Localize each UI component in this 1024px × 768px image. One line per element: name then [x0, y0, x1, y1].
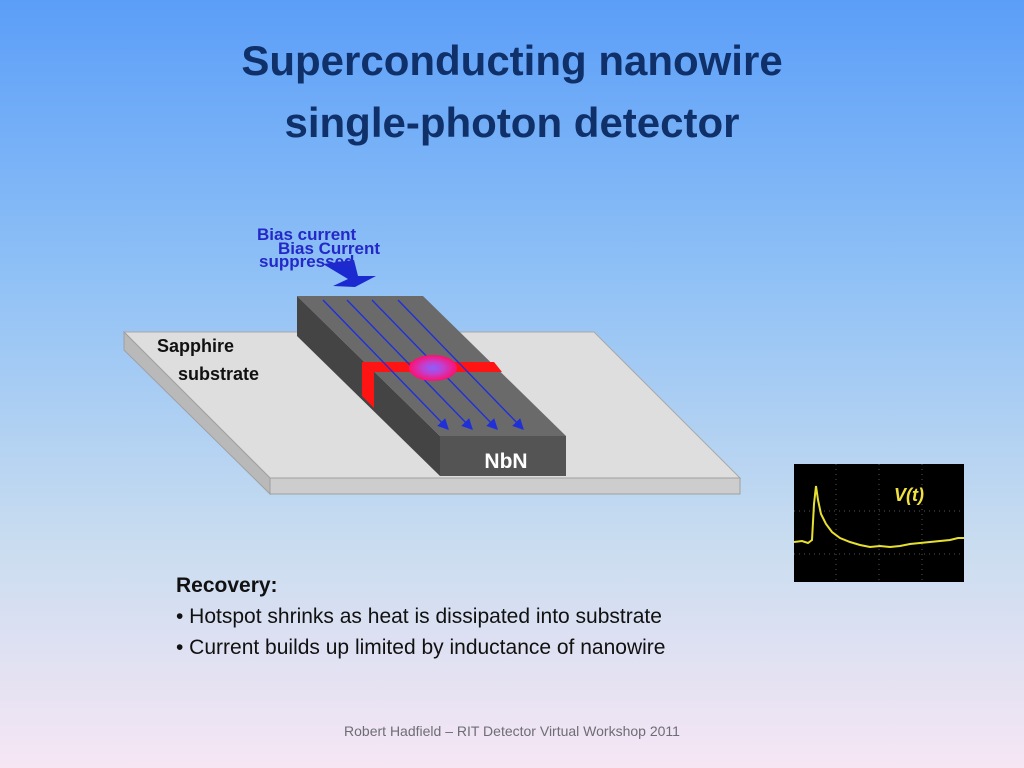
bias-label-line-1: Bias current: [257, 225, 357, 244]
nbn-label: NbN: [484, 450, 527, 473]
title-line-2: single-photon detector: [284, 99, 740, 146]
substrate-label-line-1: Sapphire: [157, 336, 234, 356]
bias-label-overlay: Bias Current: [278, 239, 380, 258]
bias-current-arrow-icon: [323, 260, 376, 287]
slide-footer: Robert Hadfield – RIT Detector Virtual W…: [344, 723, 680, 739]
recovery-bullet-1: • Hotspot shrinks as heat is dissipated …: [176, 605, 662, 628]
recovery-bullet-2: • Current builds up limited by inductanc…: [176, 636, 666, 659]
bias-label-line-2: suppressed: [259, 252, 354, 271]
voltage-label: V(t): [894, 485, 924, 505]
substrate-label-line-2: substrate: [178, 364, 259, 384]
recovery-heading: Recovery:: [176, 574, 278, 597]
recovery-notes: Recovery: • Hotspot shrinks as heat is d…: [176, 570, 665, 663]
title-line-1: Superconducting nanowire: [241, 37, 783, 84]
hotspot-icon: [409, 355, 457, 381]
oscilloscope-inset: V(t): [794, 464, 964, 582]
hotspot-band-side: [362, 362, 374, 408]
nbn-nanowire: [297, 296, 566, 476]
voltage-trace: [794, 485, 964, 549]
slide-title: Superconducting nanowire single-photon d…: [0, 30, 1024, 154]
